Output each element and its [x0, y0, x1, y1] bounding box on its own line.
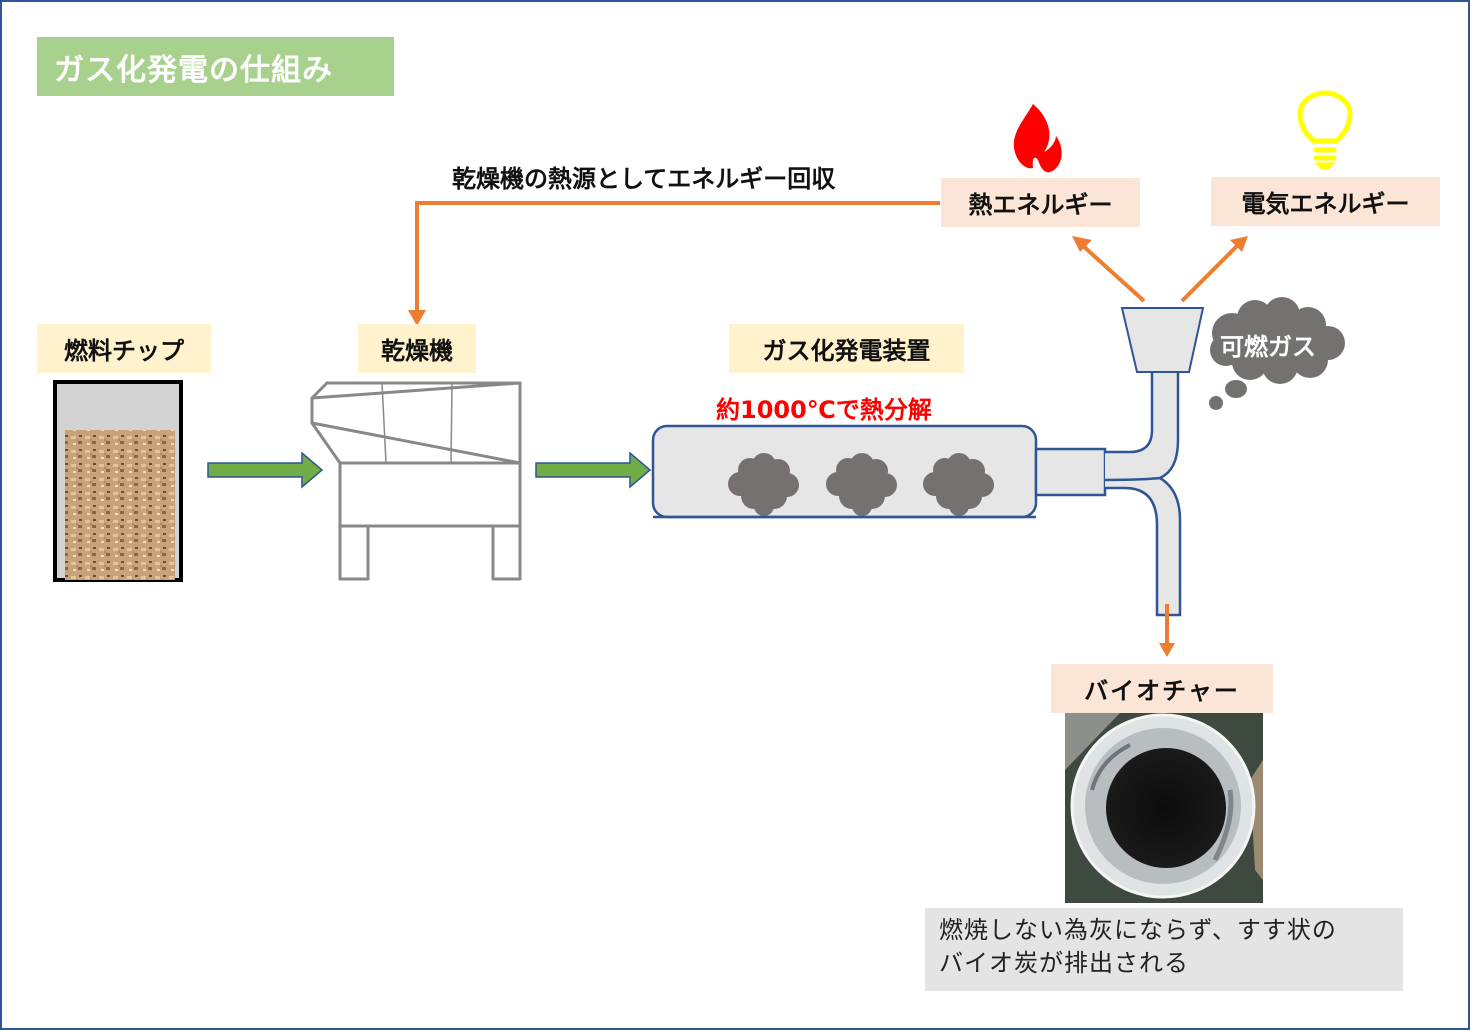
smoke-cloud-icon — [826, 453, 897, 516]
pyrolysis-annotation: 約1000℃で熱分解 — [716, 396, 932, 424]
combustible-gas-cloud — [1209, 297, 1345, 410]
process-arrow-1 — [207, 451, 324, 489]
biochar-note-line-1: 燃焼しない為灰にならず、すす状の — [939, 916, 1337, 944]
light-bulb-icon — [1297, 90, 1353, 170]
process-arrow-2 — [535, 451, 652, 489]
fuel-chip-container — [53, 380, 183, 582]
biochar-note: 燃焼しない為灰にならず、すす状の バイオ炭が排出される — [925, 908, 1403, 991]
heat-output-arrow — [1072, 236, 1146, 303]
smoke-cloud-icon — [728, 453, 799, 516]
dryer-label: 乾燥機 — [358, 324, 476, 373]
combustible-gas-label: 可燃ガス — [1220, 333, 1316, 361]
biochar-photo — [1065, 713, 1263, 903]
gasifier-label: ガス化発電装置 — [729, 324, 964, 373]
biochar-output-arrow — [1159, 604, 1175, 657]
smoke-clouds — [728, 453, 994, 516]
heat-recovery-annotation: 乾燥機の熱源としてエネルギー回収 — [452, 165, 836, 193]
fuel-chip-label: 燃料チップ — [37, 324, 211, 373]
wood-chips-image — [65, 430, 175, 580]
dryer-machine — [310, 381, 522, 581]
biochar-note-line-2: バイオ炭が排出される — [939, 949, 1189, 977]
biochar-label: バイオチャー — [1051, 664, 1273, 713]
arrowhead-down-icon — [408, 310, 426, 326]
heat-energy-label: 熱エネルギー — [941, 178, 1140, 227]
electric-output-arrow — [1180, 236, 1248, 303]
heat-recovery-line — [408, 201, 940, 326]
flame-icon — [1013, 104, 1062, 173]
funnel — [1120, 307, 1205, 373]
y-pipe — [1104, 372, 1182, 617]
diagram-title: ガス化発電の仕組み — [37, 37, 394, 96]
smoke-cloud-icon — [923, 453, 994, 516]
electric-energy-label: 電気エネルギー — [1211, 177, 1440, 226]
